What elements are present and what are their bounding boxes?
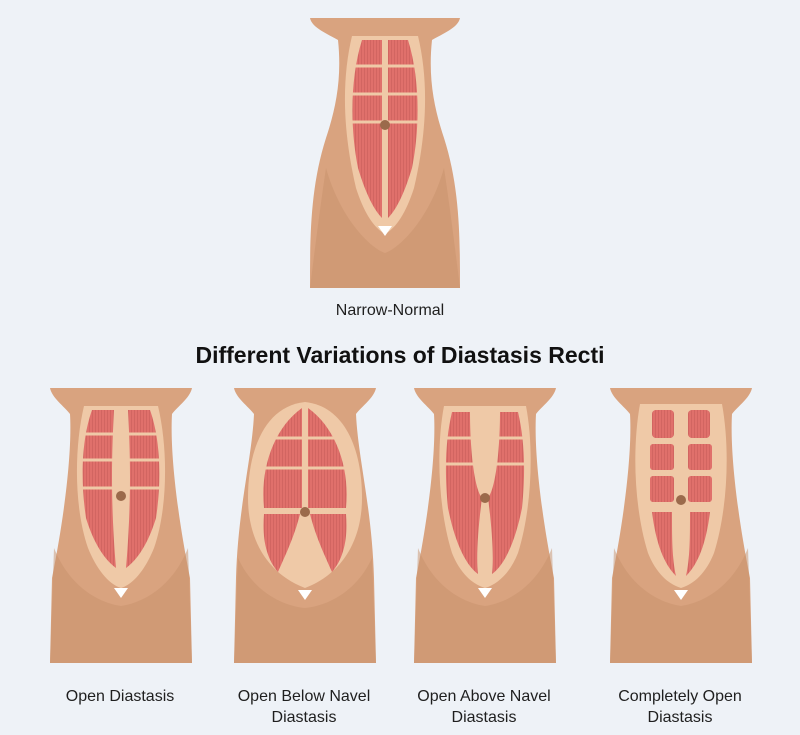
figure-open-diastasis (50, 388, 192, 663)
crotch-gap (114, 588, 128, 598)
crotch-gap (674, 590, 688, 600)
navel (380, 120, 390, 130)
left-muscle (445, 412, 482, 574)
label-open-diastasis: Open Diastasis (65, 688, 175, 705)
hip-shadow (310, 168, 460, 288)
hip-shadow (234, 558, 376, 663)
hip-shadow (50, 548, 192, 663)
right-muscle (308, 408, 347, 572)
label-open-above-navel: Open Above Navel Diastasis (417, 688, 551, 726)
hip-shadow (610, 548, 752, 663)
navel (676, 495, 686, 505)
navel (116, 491, 126, 501)
figure-narrow-normal (310, 18, 460, 288)
crotch-gap (378, 226, 392, 236)
figure-open-above-navel (414, 388, 556, 663)
label-narrow-normal: Narrow-Normal (335, 302, 445, 319)
label-open-below-navel: Open Below Navel Diastasis (237, 688, 371, 726)
muscle-blocks (650, 410, 712, 576)
navel (300, 507, 310, 517)
navel (480, 493, 490, 503)
crotch-gap (298, 590, 312, 600)
label-completely-open: Completely Open Diastasis (618, 688, 742, 726)
figure-completely-open (610, 388, 752, 663)
hip-shadow (414, 548, 556, 663)
left-muscle (263, 408, 302, 572)
rectus-muscles (352, 40, 418, 218)
figure-open-below-navel (234, 388, 376, 663)
diagram-title: Different Variations of Diastasis Recti (195, 342, 605, 368)
crotch-gap (478, 588, 492, 598)
right-muscle (488, 412, 525, 574)
